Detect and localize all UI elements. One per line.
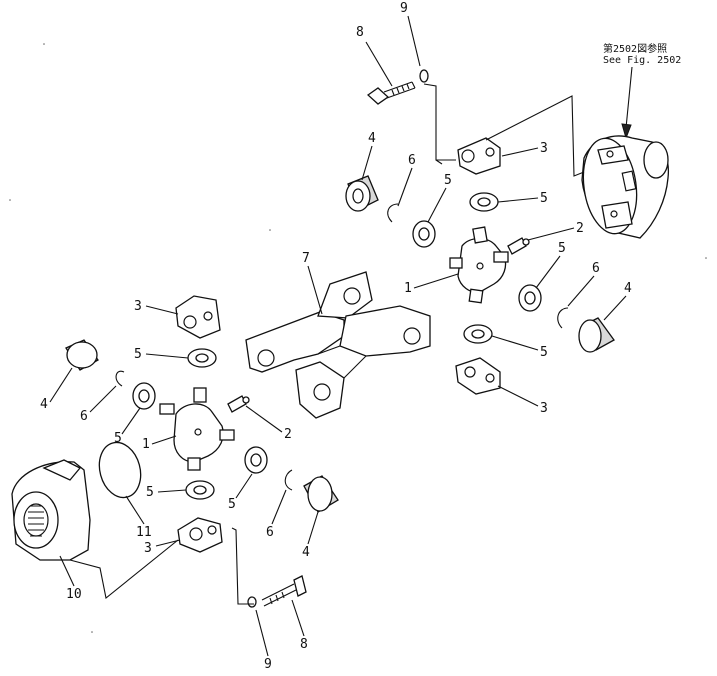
callout-6-lower: 6 bbox=[266, 525, 274, 540]
callout-7: 7 bbox=[302, 251, 310, 266]
callout-4-upper: 4 bbox=[368, 131, 376, 146]
lower-right-bearing-cap bbox=[455, 357, 501, 395]
upper-bearing-cup bbox=[345, 175, 379, 212]
lower-grease-fitting bbox=[227, 395, 250, 413]
right-bearing-cup bbox=[578, 317, 615, 353]
figure-reference-english: See Fig. 2502 bbox=[603, 55, 681, 66]
lower-washer bbox=[247, 596, 257, 608]
upper-flange-yoke bbox=[581, 135, 670, 239]
callout-5-right-lower: 5 bbox=[540, 345, 548, 360]
callout-3-left: 3 bbox=[134, 299, 142, 314]
callouts: 9 8 3 4 6 5 5 2 5 6 4 1 5 bbox=[40, 1, 632, 672]
callout-4-lower: 4 bbox=[302, 545, 310, 560]
callout-5-left-upper: 5 bbox=[134, 347, 142, 362]
left-bearing-cap bbox=[175, 295, 221, 339]
figure-reference: 第2502図参照 See Fig. 2502 bbox=[603, 42, 681, 140]
seal-ring-left-d bbox=[185, 480, 215, 500]
figure-reference-japanese: 第2502図参照 bbox=[603, 42, 667, 55]
callout-5-upper-right: 5 bbox=[540, 191, 548, 206]
lower-bearing-cup bbox=[303, 475, 339, 513]
callout-9-top: 9 bbox=[400, 1, 408, 16]
callout-5-left-lower: 5 bbox=[146, 485, 154, 500]
seal-ring-upper-a bbox=[412, 220, 436, 248]
lower-snap-ring bbox=[284, 469, 293, 491]
callout-9-bottom: 9 bbox=[264, 657, 272, 671]
left-snap-ring bbox=[115, 370, 125, 387]
upper-grease-fitting bbox=[507, 237, 530, 255]
callout-4-right: 4 bbox=[624, 281, 632, 296]
lower-spider-cross bbox=[159, 387, 235, 471]
upper-washer bbox=[419, 69, 429, 83]
callout-2-upper: 2 bbox=[576, 221, 584, 236]
callout-6-right: 6 bbox=[592, 261, 600, 276]
callout-6-left: 6 bbox=[80, 409, 88, 424]
left-bearing-cup bbox=[65, 339, 99, 371]
callout-5-lower-mid: 5 bbox=[228, 497, 236, 512]
callout-8-bottom: 8 bbox=[300, 637, 308, 652]
callout-3-upper: 3 bbox=[540, 141, 548, 156]
seal-ring-upper-d bbox=[463, 324, 493, 344]
seal-ring-left-a bbox=[187, 348, 217, 368]
scan-specks bbox=[9, 43, 707, 633]
callout-4-left: 4 bbox=[40, 397, 48, 412]
upper-bolt bbox=[366, 81, 416, 105]
callout-5-left-mid: 5 bbox=[114, 431, 122, 446]
seal-ring-upper-b bbox=[469, 192, 499, 212]
lower-bolt bbox=[261, 575, 307, 607]
callout-10: 10 bbox=[66, 587, 82, 602]
right-snap-ring bbox=[557, 307, 569, 329]
assembly-lines bbox=[69, 83, 585, 605]
upper-bearing-cap bbox=[457, 137, 501, 175]
callout-2-lower: 2 bbox=[284, 427, 292, 442]
arrow-head-icon bbox=[621, 123, 632, 140]
callout-5-right-mid: 5 bbox=[558, 241, 566, 256]
seal-ring-left-b bbox=[132, 382, 156, 410]
callout-3-lower-right: 3 bbox=[540, 401, 548, 416]
upper-snap-ring bbox=[387, 203, 399, 223]
callout-8-top: 8 bbox=[356, 25, 364, 40]
callout-3-lower: 3 bbox=[144, 541, 152, 556]
seal-ring-left-c bbox=[244, 446, 268, 474]
lower-bearing-cap bbox=[177, 517, 223, 553]
callout-6-upper: 6 bbox=[408, 153, 416, 168]
upper-spider-cross bbox=[449, 226, 509, 304]
center-yoke bbox=[245, 271, 431, 419]
cover-disc bbox=[98, 441, 142, 499]
callout-1-upper: 1 bbox=[404, 281, 412, 296]
callout-5-upper-left: 5 bbox=[444, 173, 452, 188]
lower-flange-yoke bbox=[11, 459, 91, 561]
seal-ring-upper-c bbox=[518, 284, 542, 312]
callout-1-lower: 1 bbox=[142, 437, 150, 452]
callout-11: 11 bbox=[136, 525, 152, 540]
